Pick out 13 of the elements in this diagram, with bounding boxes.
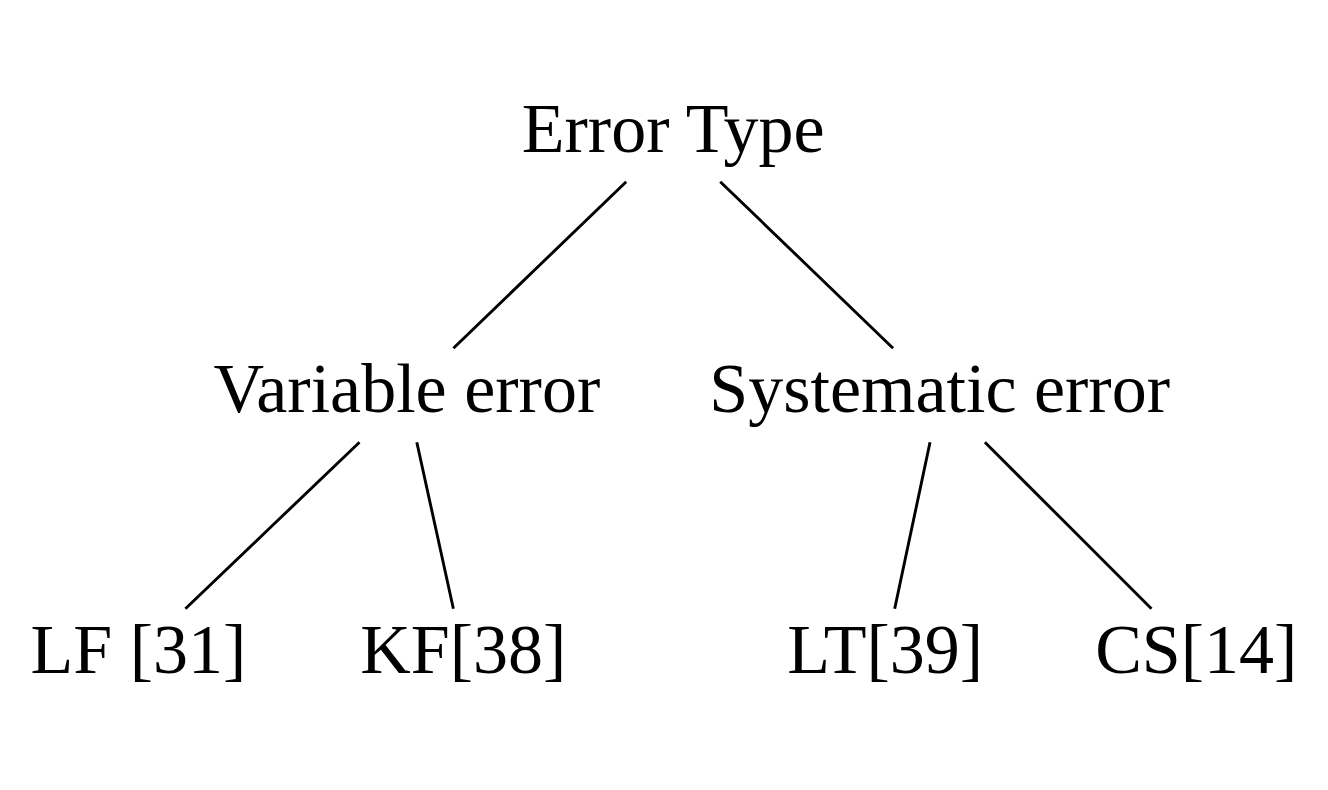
node-text: CS[14] [1095, 610, 1298, 688]
connector [983, 441, 1153, 610]
node-text: Variable error [213, 350, 601, 428]
node-text: Error Type [521, 89, 825, 167]
connector [893, 441, 932, 610]
node-text: LT[39] [787, 610, 984, 688]
connector [184, 441, 361, 610]
node-text: LF [31] [30, 610, 247, 688]
connector [719, 180, 895, 350]
connector [452, 180, 628, 350]
connector [415, 441, 455, 610]
node-text: Systematic error [709, 350, 1170, 428]
node-text: KF[38] [360, 610, 567, 688]
